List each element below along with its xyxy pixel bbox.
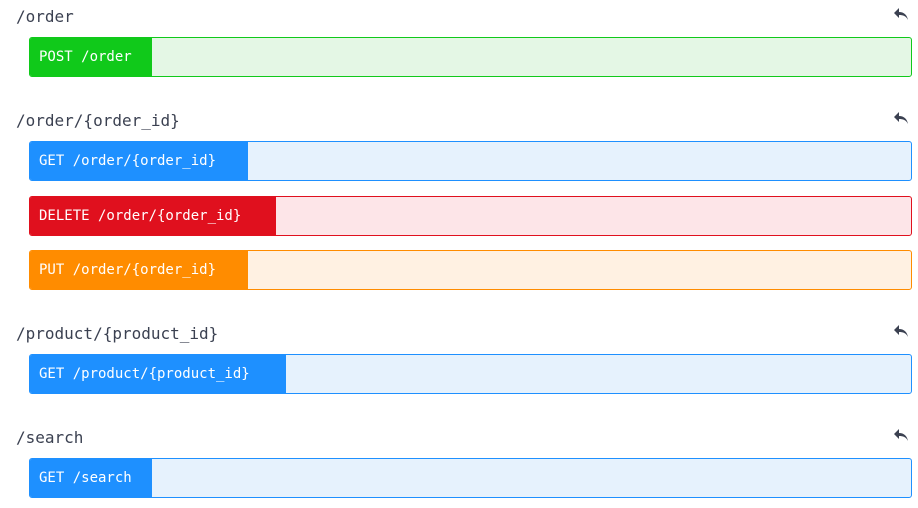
group-title-product-id: /product/{product_id}: [16, 324, 219, 343]
operation-label: GET /product/{product_id}: [30, 355, 286, 393]
operation-delete-order-id[interactable]: DELETE /order/{order_id}: [29, 196, 912, 236]
operation-post-order[interactable]: POST /order: [29, 37, 912, 77]
collapse-icon[interactable]: [893, 111, 909, 125]
operation-label: POST /order: [30, 38, 152, 76]
collapse-icon[interactable]: [893, 7, 909, 21]
operation-label: PUT /order/{order_id}: [30, 251, 248, 289]
group-title-order-id: /order/{order_id}: [16, 111, 180, 130]
operation-get-order-id[interactable]: GET /order/{order_id}: [29, 141, 912, 181]
collapse-icon[interactable]: [893, 324, 909, 338]
group-title-search: /search: [16, 428, 84, 447]
group-title-order: /order: [16, 7, 74, 26]
operation-put-order-id[interactable]: PUT /order/{order_id}: [29, 250, 912, 290]
operation-get-search[interactable]: GET /search: [29, 458, 912, 498]
operation-label: GET /search: [30, 459, 152, 497]
operation-label: DELETE /order/{order_id}: [30, 197, 276, 235]
collapse-icon[interactable]: [893, 428, 909, 442]
operation-get-product-id[interactable]: GET /product/{product_id}: [29, 354, 912, 394]
operation-label: GET /order/{order_id}: [30, 142, 248, 180]
